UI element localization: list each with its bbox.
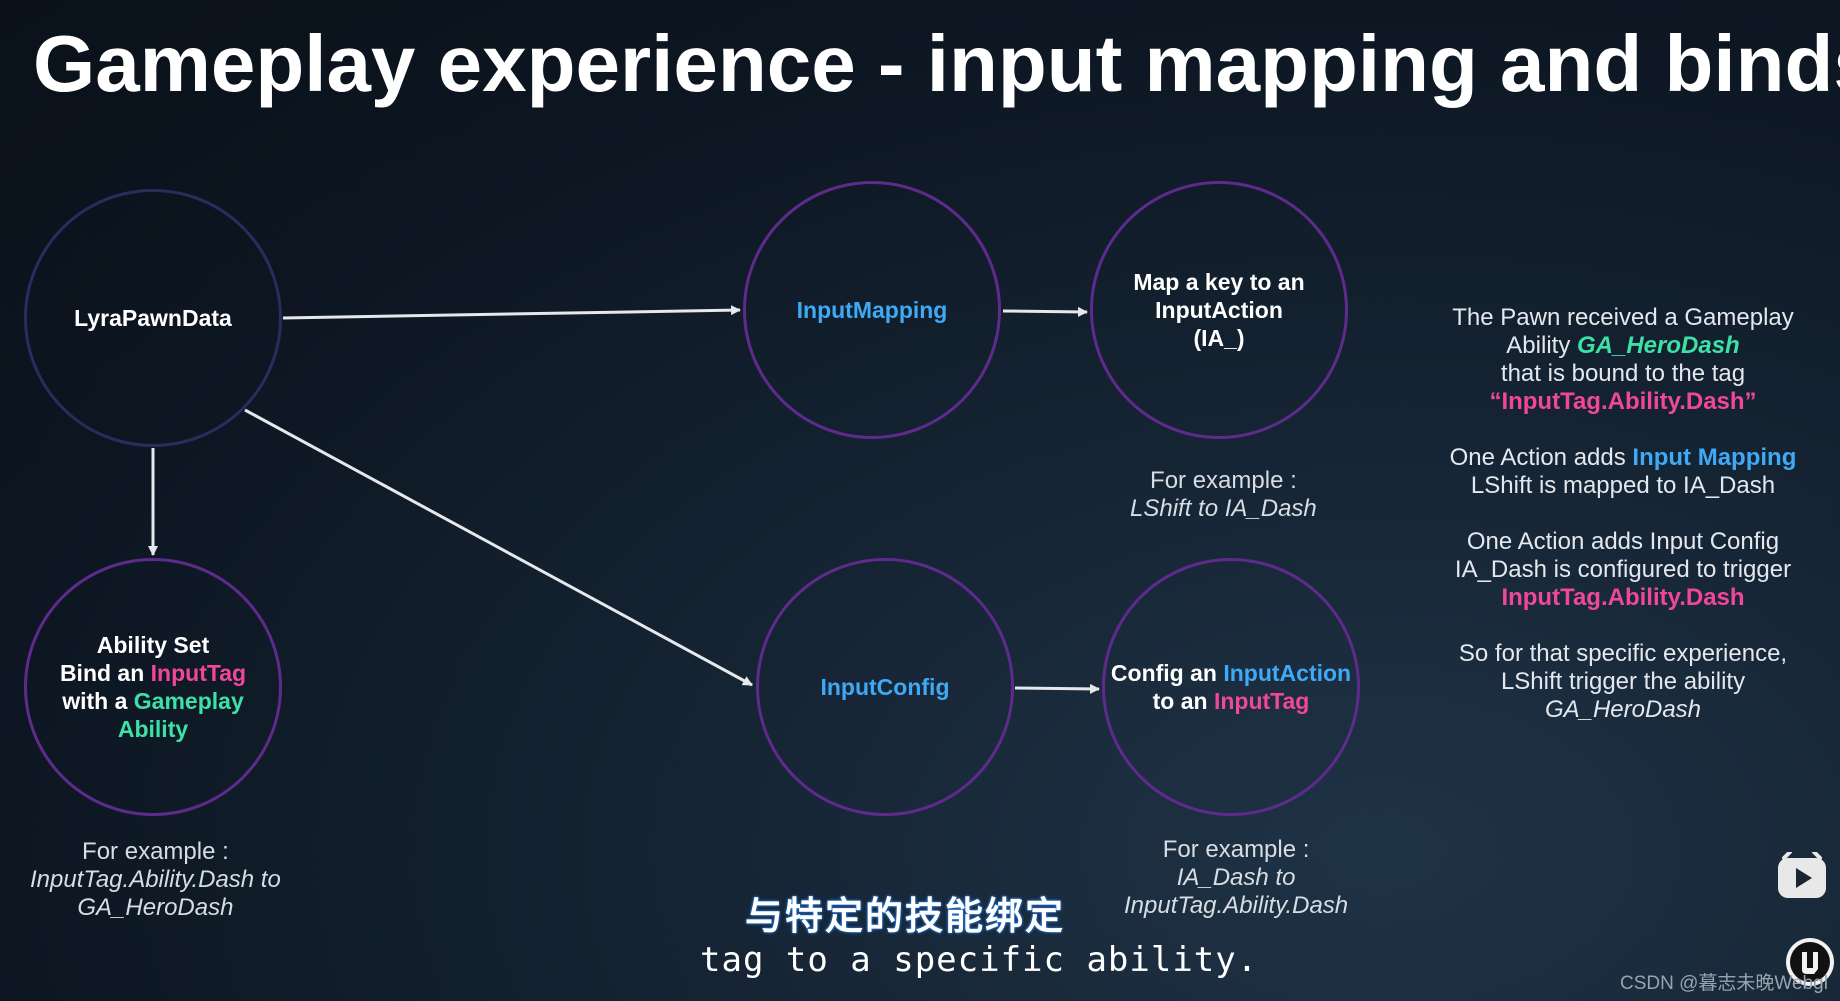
example-value: IA_Dash to <box>1176 864 1296 891</box>
note-text: So for that specific experience, <box>1458 640 1788 667</box>
node-label-highlight: Ability <box>117 716 189 742</box>
note-text: LShift trigger the ability <box>1500 668 1746 695</box>
subtitle-chinese: 与特定的技能绑定 <box>745 896 1066 938</box>
node-input-config: InputConfig <box>756 558 1014 816</box>
node-label-highlight: InputTag <box>1213 688 1310 714</box>
example-label: For example : <box>1150 467 1297 494</box>
note-text: Ability <box>1506 332 1577 359</box>
note-paragraph: One Action adds Input Mapping LShift is … <box>1428 444 1818 500</box>
node-label-line: Map a key to an <box>1133 269 1305 295</box>
example-ability-set: For example : InputTag.Ability.Dash to G… <box>30 838 281 922</box>
note-text: The Pawn received a Gameplay <box>1452 304 1794 331</box>
unreal-engine-logo-icon <box>1784 936 1836 988</box>
node-label-line: Ability Set <box>96 632 210 658</box>
example-label: For example : <box>82 838 229 865</box>
node-label-highlight: InputAction <box>1223 660 1352 686</box>
note-text: One Action adds <box>1449 444 1633 471</box>
note-highlight: GA_HeroDash <box>1576 332 1740 359</box>
node-label-text: with a <box>62 688 134 714</box>
note-text: IA_Dash is configured to trigger <box>1454 556 1792 583</box>
slide-title: Gameplay experience - input mapping and … <box>33 19 1840 108</box>
subtitle-english: tag to a specific ability. <box>700 940 1259 980</box>
arrow-pawndata-to-inputmapping <box>282 305 741 320</box>
example-value: InputTag.Ability.Dash to <box>30 866 281 893</box>
example-value: LShift to IA_Dash <box>1130 495 1317 522</box>
example-config-action: For example : IA_Dash to InputTag.Abilit… <box>1124 836 1348 920</box>
node-label-highlight: InputTag <box>150 660 247 686</box>
play-icon[interactable] <box>1776 850 1828 900</box>
node-label-line: (IA_) <box>1193 325 1245 351</box>
node-config-action: Config an InputAction to an InputTag <box>1102 558 1360 816</box>
note-highlight: Input Mapping <box>1632 444 1797 471</box>
note-paragraph: The Pawn received a Gameplay Ability GA_… <box>1428 304 1818 416</box>
node-ability-set: Ability Set Bind an InputTag with a Game… <box>24 558 282 816</box>
example-map-key: For example : LShift to IA_Dash <box>1130 467 1317 523</box>
node-lyra-pawn-data: LyraPawnData <box>24 189 282 447</box>
node-map-key: Map a key to an InputAction (IA_) <box>1090 181 1348 439</box>
node-label-text: Bind an <box>59 660 151 686</box>
node-label-highlight: Gameplay <box>133 688 244 714</box>
node-label: InputConfig <box>820 674 950 700</box>
note-text: that is bound to the tag <box>1500 360 1746 387</box>
note-text: GA_HeroDash <box>1544 696 1702 723</box>
arrow-inputmapping-to-mapkey <box>1002 306 1088 317</box>
arrow-pawndata-to-inputconfig <box>244 408 753 687</box>
note-text: LShift is mapped to IA_Dash <box>1470 472 1776 499</box>
note-paragraph: So for that specific experience, LShift … <box>1428 640 1818 724</box>
note-highlight: InputTag.Ability.Dash <box>1501 584 1745 611</box>
notes-panel: The Pawn received a Gameplay Ability GA_… <box>1428 304 1818 752</box>
csdn-watermark: CSDN @暮志未晚Webgl <box>1620 973 1828 994</box>
node-label-text: Config an <box>1110 660 1224 686</box>
note-highlight: “InputTag.Ability.Dash” <box>1489 388 1757 415</box>
note-text: One Action adds Input Config <box>1466 528 1780 555</box>
node-label: InputMapping <box>796 297 948 323</box>
note-paragraph: One Action adds Input Config IA_Dash is … <box>1428 528 1818 612</box>
arrow-inputconfig-to-configaction <box>1014 683 1100 694</box>
example-label: For example : <box>1162 836 1310 863</box>
node-label-text: to an <box>1152 688 1214 714</box>
node-input-mapping: InputMapping <box>743 181 1001 439</box>
node-label: LyraPawnData <box>74 305 232 331</box>
example-value: GA_HeroDash <box>77 894 234 921</box>
example-value: InputTag.Ability.Dash <box>1124 892 1349 919</box>
node-label-line: InputAction <box>1155 297 1283 323</box>
